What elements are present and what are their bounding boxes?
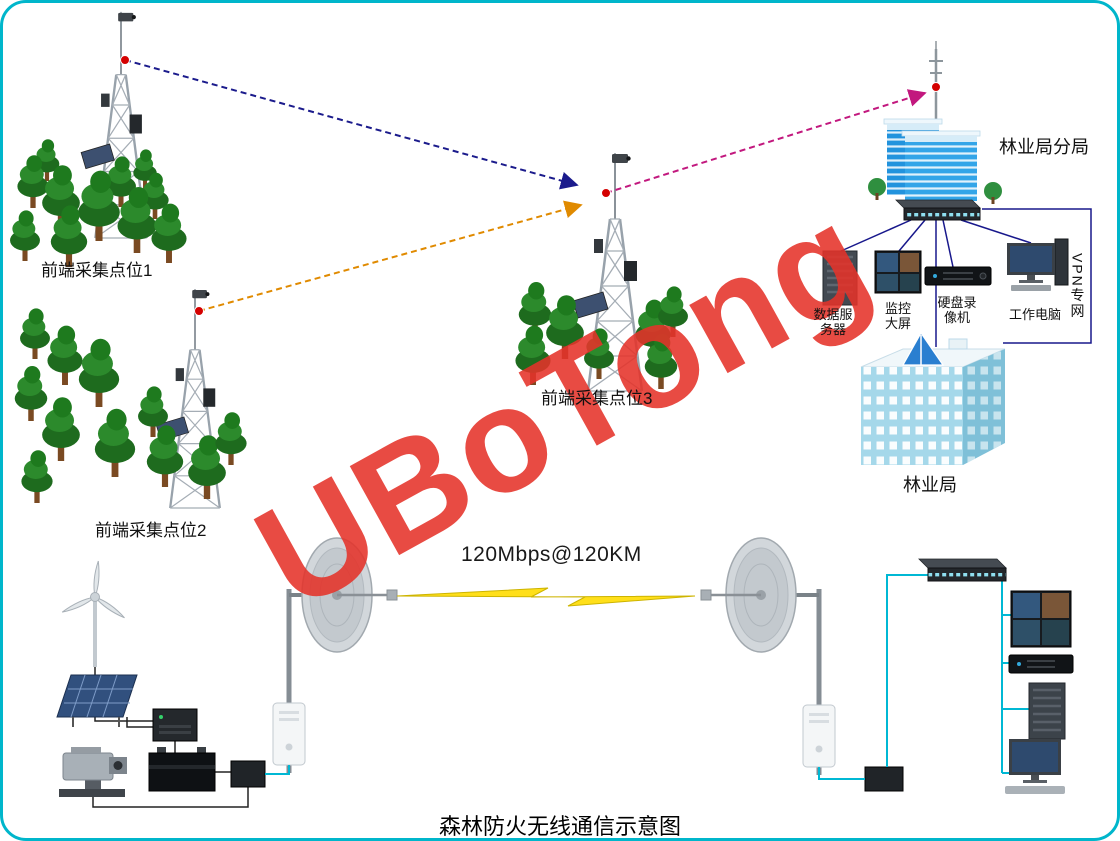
desktop-remote [1005, 739, 1065, 794]
cables-right [818, 574, 1031, 780]
dish-antenna-left [301, 537, 398, 653]
power-adapter-right [864, 766, 904, 792]
site3-label: 前端采集点位3 [541, 389, 653, 408]
dvr [924, 266, 992, 286]
link-speed-label: 120Mbps@120KM [461, 543, 642, 566]
branch-bureau-label: 林业局分局 [999, 137, 1089, 157]
wind-turbine [61, 560, 125, 667]
nvr-remote [1008, 654, 1074, 674]
vpn-label: VPN专网 [1069, 253, 1086, 320]
server-label: 数据服务器 [813, 307, 853, 338]
bureau-label: 林业局 [903, 475, 957, 495]
server-rack [822, 250, 858, 306]
link-site2-site3 [198, 200, 583, 312]
pc-label: 工作电脑 [1008, 307, 1061, 322]
server-remote [1028, 682, 1066, 740]
building-bureau [860, 331, 1006, 465]
link-node [601, 188, 611, 198]
charge-controller [152, 708, 198, 742]
site2-label: 前端采集点位2 [95, 521, 207, 540]
monitor-wall [874, 250, 922, 294]
site1-label: 前端采集点位1 [41, 261, 153, 280]
battery [148, 747, 216, 792]
power-adapter-left [230, 760, 266, 788]
diagram-graphics [10, 10, 1092, 808]
monitor-wall-remote [1010, 590, 1072, 648]
switch-remote [918, 558, 1007, 582]
lightning-bolt [396, 587, 696, 607]
workstation [1007, 238, 1069, 291]
solar-panel [56, 674, 138, 727]
link-site1-site3 [124, 59, 579, 190]
wireless-radio-right [802, 704, 836, 768]
link-node [120, 55, 130, 65]
ptz-camera [59, 747, 127, 797]
link-node [931, 82, 941, 92]
dvr-label: 硬盘录像机 [937, 295, 977, 326]
diagram-title: 森林防火无线通信示意图 [438, 814, 681, 839]
building-branch [868, 118, 1002, 204]
screen-label: 监控大屏 [884, 301, 911, 332]
link-nodes [120, 55, 941, 316]
link-node [194, 306, 204, 316]
wireless-radio-left [272, 702, 306, 766]
wireless-links [124, 59, 927, 312]
dish-antenna-right [700, 537, 797, 653]
cable-camera-left [265, 765, 290, 775]
switch-branch [895, 199, 981, 221]
link-site3-branch [605, 89, 927, 194]
